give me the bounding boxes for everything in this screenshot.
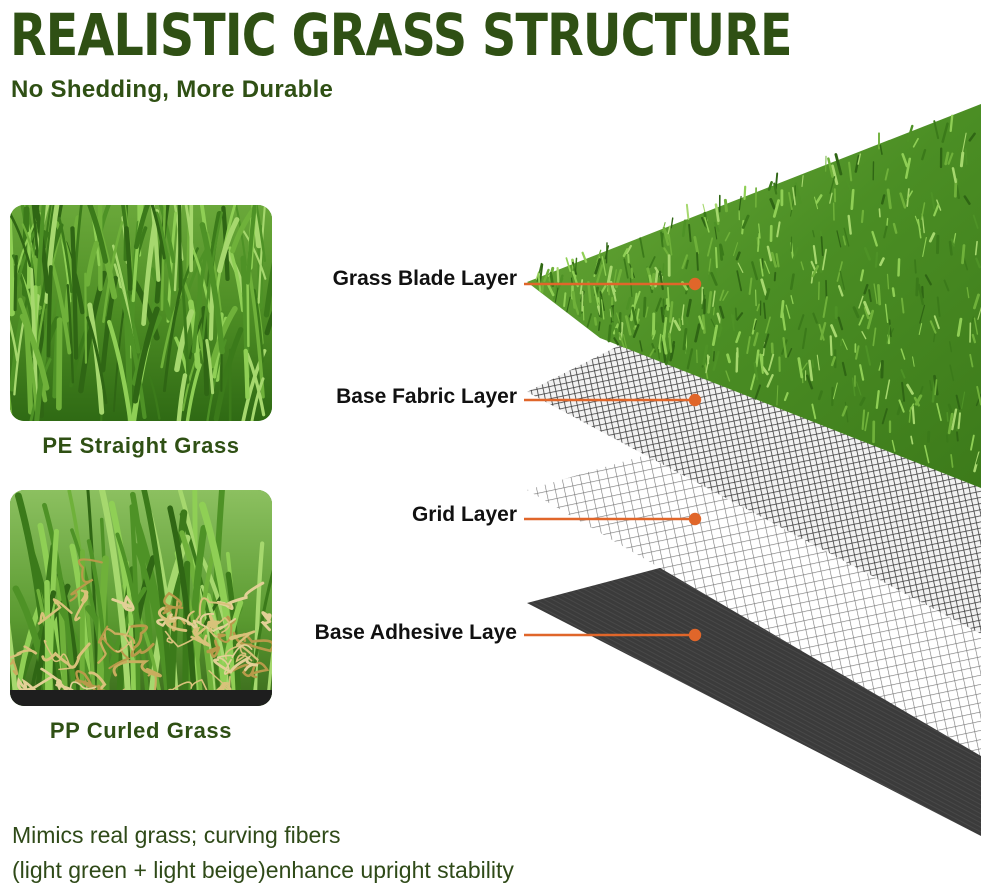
page-title: REALISTIC GRASS STRUCTURE <box>10 1 793 69</box>
callout-lines <box>524 277 702 642</box>
grid-layer-label: Grid Layer <box>411 503 517 526</box>
base-fabric-layer-label: Base Fabric Layer <box>336 385 517 408</box>
caption-line-2: (light green + light beige)enhance uprig… <box>12 857 514 883</box>
caption-line-1: Mimics real grass; curving fibers <box>12 822 341 848</box>
fabric-layer <box>527 340 981 634</box>
base-adhesive-layer-label: Base Adhesive Laye <box>314 621 517 644</box>
curled-grass-label: PP Curled Grass <box>49 718 233 743</box>
curled-grass-photo <box>10 490 272 706</box>
page-subtitle: No Shedding, More Durable <box>11 76 334 103</box>
straight-grass-photo <box>10 205 272 421</box>
straight-grass-label: PE Straight Grass <box>42 433 240 458</box>
grass-blade-layer-label: Grass Blade Layer <box>332 267 517 290</box>
